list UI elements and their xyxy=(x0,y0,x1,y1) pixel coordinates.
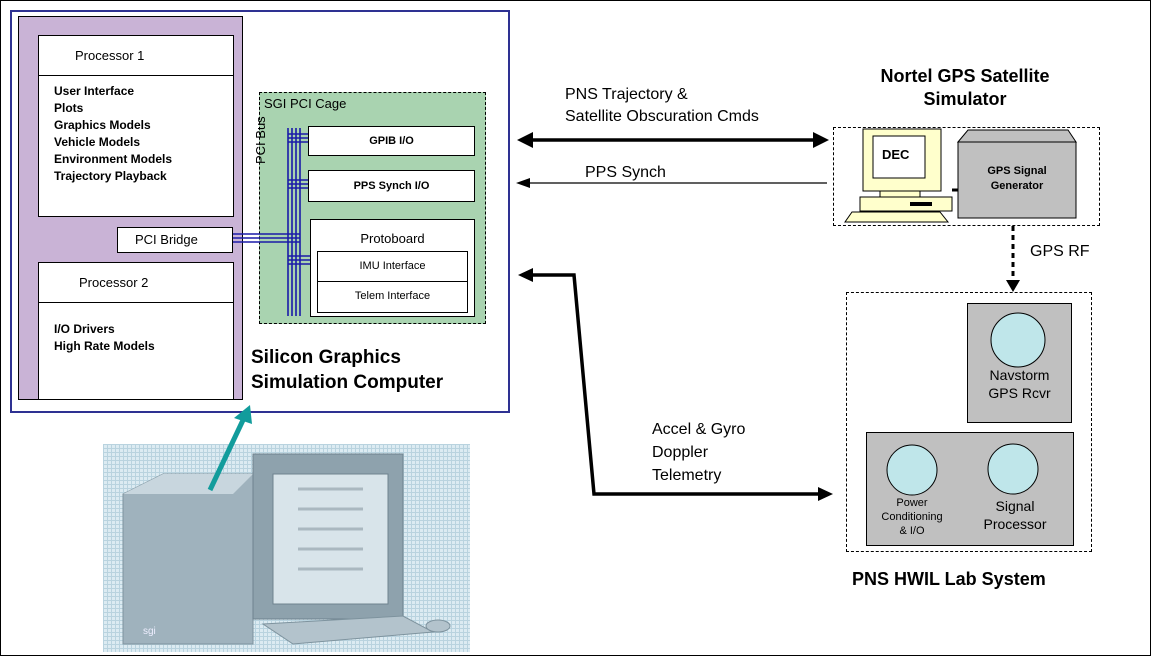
gps-rf-link-label: GPS RF xyxy=(1030,243,1090,260)
signal-generator-line1: GPS Signal xyxy=(987,165,1047,177)
hwil-lab-box xyxy=(846,292,1092,552)
telem-interface-label: Telem Interface xyxy=(354,290,431,302)
processor2-box: Processor 2 I/O Drivers High Rate Models xyxy=(38,262,234,400)
power-conditioning-line3: & I/O xyxy=(899,525,925,537)
power-conditioning-line1: Power xyxy=(896,497,928,509)
pci-cage-title: SGI PCI Cage xyxy=(264,96,347,111)
processor1-item: User Interface xyxy=(54,84,135,98)
sgi-workstation-drawing xyxy=(122,453,451,645)
processor1-item-list: User Interface Plots Graphics Models Veh… xyxy=(54,83,172,185)
processor1-box: Processor 1 User Interface Plots Graphic… xyxy=(38,35,234,217)
trajectory-link-line2: Satellite Obscuration Cmds xyxy=(565,108,759,125)
processor2-item-list: I/O Drivers High Rate Models xyxy=(54,321,155,355)
sgi-computer-frame xyxy=(10,10,510,413)
sgi-computer-title-line1: Silicon Graphics xyxy=(251,347,401,368)
processor2-item: High Rate Models xyxy=(54,339,155,353)
signal-generator-line2: Generator xyxy=(990,180,1044,192)
accel-link-line1: Accel & Gyro xyxy=(652,421,746,438)
processor1-item: Trajectory Playback xyxy=(54,169,167,183)
sgi-brand-logo: sgi xyxy=(143,626,156,637)
processor2-title: Processor 2 xyxy=(79,275,149,290)
pps-synch-io-box: PPS Synch I/O xyxy=(308,170,475,202)
nortel-title-line1: Nortel GPS Satellite xyxy=(880,66,1050,86)
hwil-title: PNS HWIL Lab System xyxy=(852,569,1046,589)
navstorm-label-line2: GPS Rcvr xyxy=(988,385,1051,401)
pps-synch-io-label: PPS Synch I/O xyxy=(353,180,430,192)
signal-processor-line2: Processor xyxy=(983,516,1047,532)
processor1-item: Environment Models xyxy=(54,152,173,166)
telem-interface-box: Telem Interface xyxy=(317,282,468,313)
power-conditioning-line2: Conditioning xyxy=(881,511,943,523)
nortel-title-line2: Simulator xyxy=(923,89,1007,109)
pci-bridge-label: PCI Bridge xyxy=(135,232,198,247)
gpib-io-label: GPIB I/O xyxy=(369,135,414,147)
trajectory-link-line1: PNS Trajectory & xyxy=(565,86,688,103)
accel-link-line3: Telemetry xyxy=(652,467,722,484)
imu-interface-box: IMU Interface xyxy=(317,251,468,282)
signal-processor-line1: Signal xyxy=(995,498,1035,514)
processor1-item: Vehicle Models xyxy=(54,135,141,149)
processor1-item: Plots xyxy=(54,101,84,115)
pci-bridge-box: PCI Bridge xyxy=(117,227,233,253)
processor1-item: Graphics Models xyxy=(54,118,151,132)
gpib-io-box: GPIB I/O xyxy=(308,126,475,156)
imu-interface-label: IMU Interface xyxy=(359,260,426,272)
processor1-title: Processor 1 xyxy=(75,48,145,63)
protoboard-box: Protoboard IMU Interface Telem Interface xyxy=(310,219,475,317)
pps-synch-link-label: PPS Synch xyxy=(585,164,666,181)
navstorm-label-line1: Navstorm xyxy=(989,367,1050,383)
accel-link-line2: Doppler xyxy=(652,444,709,461)
nortel-simulator-box xyxy=(833,127,1100,226)
protoboard-label: Protoboard xyxy=(360,231,425,246)
processor2-item: I/O Drivers xyxy=(54,322,115,336)
dec-label: DEC xyxy=(882,147,910,162)
sgi-computer-title-line2: Simulation Computer xyxy=(251,372,444,393)
